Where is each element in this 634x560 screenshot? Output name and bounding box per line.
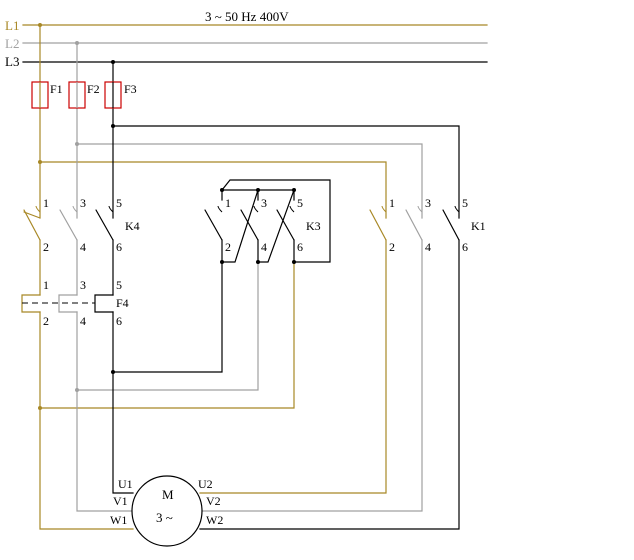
k3-term-2: 2 — [225, 240, 231, 254]
fuse-label-f2: F2 — [87, 82, 100, 96]
fuse-label-f3: F3 — [124, 82, 137, 96]
contactor-k4: 1 3 5 2 4 6 K4 — [23, 196, 140, 254]
f4-term-1: 1 — [43, 278, 49, 292]
supply-title: 3 ~ 50 Hz 400V — [205, 9, 289, 24]
junction-dot — [75, 388, 79, 392]
bus-label-l2: L2 — [5, 36, 19, 51]
motor-terminal-w1: W1 — [110, 513, 127, 527]
k3-term-6: 6 — [297, 240, 303, 254]
junction-dot — [292, 188, 296, 192]
k3-term-1: 1 — [225, 196, 231, 210]
contactor-k3 — [204, 179, 331, 264]
k4-term-5: 5 — [116, 196, 122, 210]
junction-dot — [111, 124, 115, 128]
k3-term-4: 4 — [261, 240, 267, 254]
k1-term-1: 1 — [389, 196, 395, 210]
motor-terminal-u2: U2 — [198, 477, 213, 491]
junction-dot — [38, 23, 42, 27]
wiring-l3 — [112, 61, 460, 530]
junction-dots — [38, 23, 115, 410]
k1-term-5: 5 — [462, 196, 468, 210]
f4-term-5: 5 — [116, 278, 122, 292]
junction-dot — [38, 406, 42, 410]
junction-dot — [256, 260, 260, 264]
junction-dot — [75, 41, 79, 45]
contactor-k1: 1 3 5 2 4 6 K1 — [369, 196, 486, 254]
junction-dot — [75, 142, 79, 146]
k1-term-4: 4 — [425, 240, 431, 254]
bus-label-l3: L3 — [5, 54, 19, 69]
k4-term-3: 3 — [80, 196, 86, 210]
fuse-label-f1: F1 — [50, 82, 63, 96]
bus-label-l1: L1 — [5, 18, 19, 33]
wiring-l1 — [39, 24, 387, 530]
junction-dot — [220, 188, 224, 192]
f4-term-6: 6 — [116, 314, 122, 328]
k3-label: K3 — [306, 219, 321, 233]
k4-term-1: 1 — [43, 196, 49, 210]
motor-type: 3 ~ — [156, 510, 173, 525]
junction-dot — [256, 188, 260, 192]
k4-term-4: 4 — [80, 240, 86, 254]
junction-dot — [111, 370, 115, 374]
motor: M 3 ~ U1 V1 W1 U2 V2 W2 — [110, 475, 223, 547]
k3-term-5: 5 — [297, 196, 303, 210]
f4-term-3: 3 — [80, 278, 86, 292]
k1-label: K1 — [471, 219, 486, 233]
f4-label: F4 — [116, 296, 129, 310]
k1-term-3: 3 — [425, 196, 431, 210]
motor-terminal-u1: U1 — [118, 477, 133, 491]
motor-terminal-v1: V1 — [113, 494, 128, 508]
junction-dot — [292, 260, 296, 264]
fuse-f1: F1 — [31, 81, 63, 109]
f4-term-4: 4 — [80, 314, 86, 328]
motor-terminal-v2: V2 — [206, 494, 221, 508]
k4-term-6: 6 — [116, 240, 122, 254]
k4-label: K4 — [125, 219, 140, 233]
wiring-l2 — [76, 42, 423, 512]
junction-dot — [38, 160, 42, 164]
overload-relay-f4: 1 3 5 2 4 6 F4 — [21, 278, 129, 328]
k1-term-2: 2 — [389, 240, 395, 254]
k3-term-3: 3 — [261, 196, 267, 210]
junction-dot — [220, 260, 224, 264]
k1-term-6: 6 — [462, 240, 468, 254]
junction-dot — [111, 60, 115, 64]
motor-name: M — [162, 487, 174, 502]
motor-symbol — [131, 475, 203, 547]
fuse-f2: F2 — [68, 81, 100, 109]
motor-terminal-w2: W2 — [206, 513, 223, 527]
k4-term-2: 2 — [43, 240, 49, 254]
fuse-f3: F3 — [104, 81, 137, 109]
f4-term-2: 2 — [43, 314, 49, 328]
